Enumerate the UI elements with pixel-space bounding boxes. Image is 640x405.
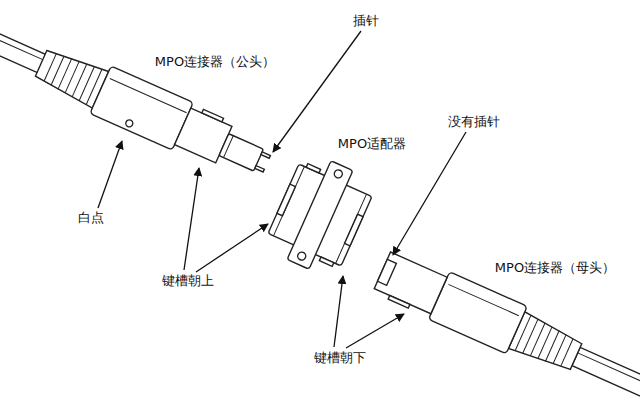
- leader-line: [273, 31, 361, 152]
- key-slot: [306, 164, 320, 173]
- callout-label: 插针: [351, 13, 381, 29]
- flange: [287, 161, 353, 269]
- callout-label: 键槽朝下: [312, 350, 368, 366]
- leader-line: [334, 276, 343, 347]
- port: [277, 184, 295, 216]
- guide-pin: [261, 152, 270, 158]
- callout-label: MPO连接器（公头）: [153, 54, 277, 70]
- key-slot: [319, 257, 333, 266]
- mount-hole: [296, 251, 307, 262]
- male-connector: [0, 0, 277, 188]
- front-housing: [374, 252, 447, 314]
- cable: [572, 347, 640, 405]
- key: [202, 109, 224, 122]
- callout-label: 没有插针: [446, 114, 502, 130]
- leader-line: [196, 224, 268, 272]
- ferrule: [377, 259, 396, 285]
- port: [345, 214, 363, 246]
- cable: [0, 7, 46, 72]
- callout-label: MPO连接器（母头）: [493, 260, 617, 276]
- white-dot: [125, 119, 134, 128]
- adapter: [261, 149, 378, 280]
- leader-line: [98, 141, 122, 208]
- callout-label: 白点: [76, 210, 106, 226]
- leader-line: [346, 314, 404, 348]
- leader-lines: [98, 31, 466, 348]
- callout-label: MPO适配器: [336, 136, 408, 152]
- callout-label: 键槽朝上: [160, 273, 216, 289]
- female-connector: [372, 247, 640, 405]
- ferrule: [219, 134, 263, 171]
- leader-line: [184, 168, 199, 270]
- guide-pin: [255, 166, 264, 172]
- mount-hole: [333, 169, 344, 180]
- key: [388, 295, 410, 308]
